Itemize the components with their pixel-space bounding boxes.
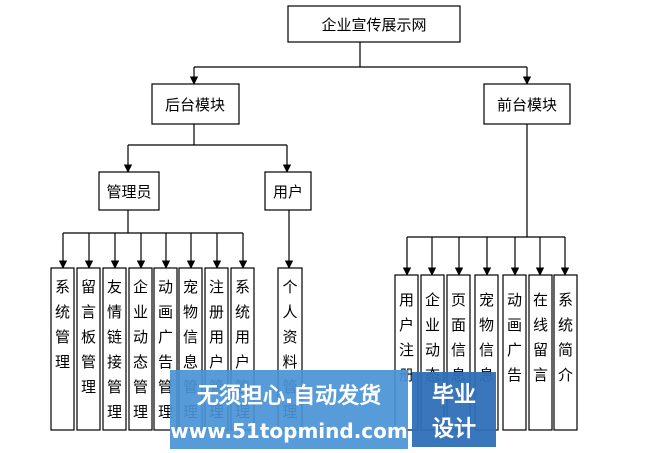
root-node: 企业宣传展示网 <box>287 5 461 43</box>
feature-label: 企业动态管理 <box>133 278 148 421</box>
watermark-badge-line2: 设计 <box>432 417 476 442</box>
admin-role-node: 管理员 <box>98 171 160 211</box>
backend-module-node: 后台模块 <box>151 83 240 125</box>
feature-label: 动画广告 <box>507 291 522 384</box>
watermark-line2: www.51topmind.com <box>170 419 407 443</box>
watermark-line1: 无须担心.自动发货 <box>197 383 381 409</box>
root-label: 企业宣传展示网 <box>321 16 426 34</box>
watermark-banner: 无须担心.自动发货 www.51topmind.com 毕业 设计 <box>170 370 496 449</box>
frontend-module-label: 前台模块 <box>497 96 557 114</box>
feature-label: 留言板管理 <box>81 278 96 396</box>
feature-label: 在线留言 <box>533 291 548 384</box>
feature-label: 动画广告管理 <box>158 278 173 421</box>
watermark-badge <box>412 372 496 447</box>
user-role-label: 用户 <box>273 183 303 201</box>
backend-module-label: 后台模块 <box>165 96 225 114</box>
feature-label: 友情链接管理 <box>107 278 122 421</box>
user-role-node: 用户 <box>264 171 312 211</box>
watermark-badge-line1: 毕业 <box>432 383 476 408</box>
frontend-module-node: 前台模块 <box>483 83 571 125</box>
feature-label: 系统管理 <box>55 278 70 371</box>
feature-labels: 系统管理留言板管理友情链接管理企业动态管理动画广告管理宠物信息管理注册用户管理系… <box>55 278 573 421</box>
feature-label: 系统简介 <box>558 291 573 384</box>
admin-role-label: 管理员 <box>106 183 151 201</box>
connectors <box>58 42 570 276</box>
feature-label: 宠物信息 <box>479 291 494 384</box>
